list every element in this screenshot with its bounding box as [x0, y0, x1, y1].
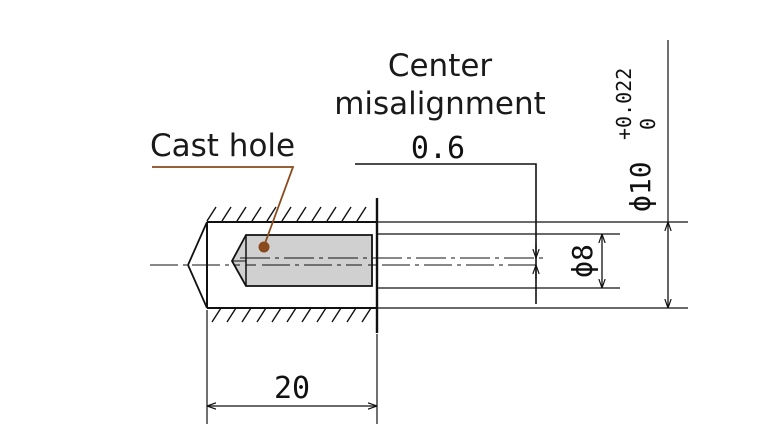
outer-diameter-value: ϕ10: [624, 161, 657, 212]
tolerance-upper: +0.022: [612, 68, 636, 140]
inner-diameter-value: ϕ8: [566, 244, 599, 278]
section-hatching: [206, 206, 372, 323]
cast-hole-leader: [152, 166, 295, 253]
hatching-top: [206, 206, 367, 222]
hatching-bottom: [211, 307, 372, 323]
center-lines: [150, 257, 548, 266]
cast-hole-label: Cast hole: [150, 128, 295, 164]
cast-hole: [230, 234, 373, 287]
misalignment-value: 0.6: [411, 131, 465, 166]
center-misalignment-label-line2: misalignment: [334, 86, 546, 122]
tolerance-lower: 0: [636, 118, 660, 130]
center-misalignment-label-line1: Center: [388, 48, 493, 84]
leader-dot: [258, 241, 270, 253]
length-dimension: [206, 310, 378, 424]
extension-lines: [378, 221, 688, 309]
length-value: 20: [274, 371, 310, 406]
